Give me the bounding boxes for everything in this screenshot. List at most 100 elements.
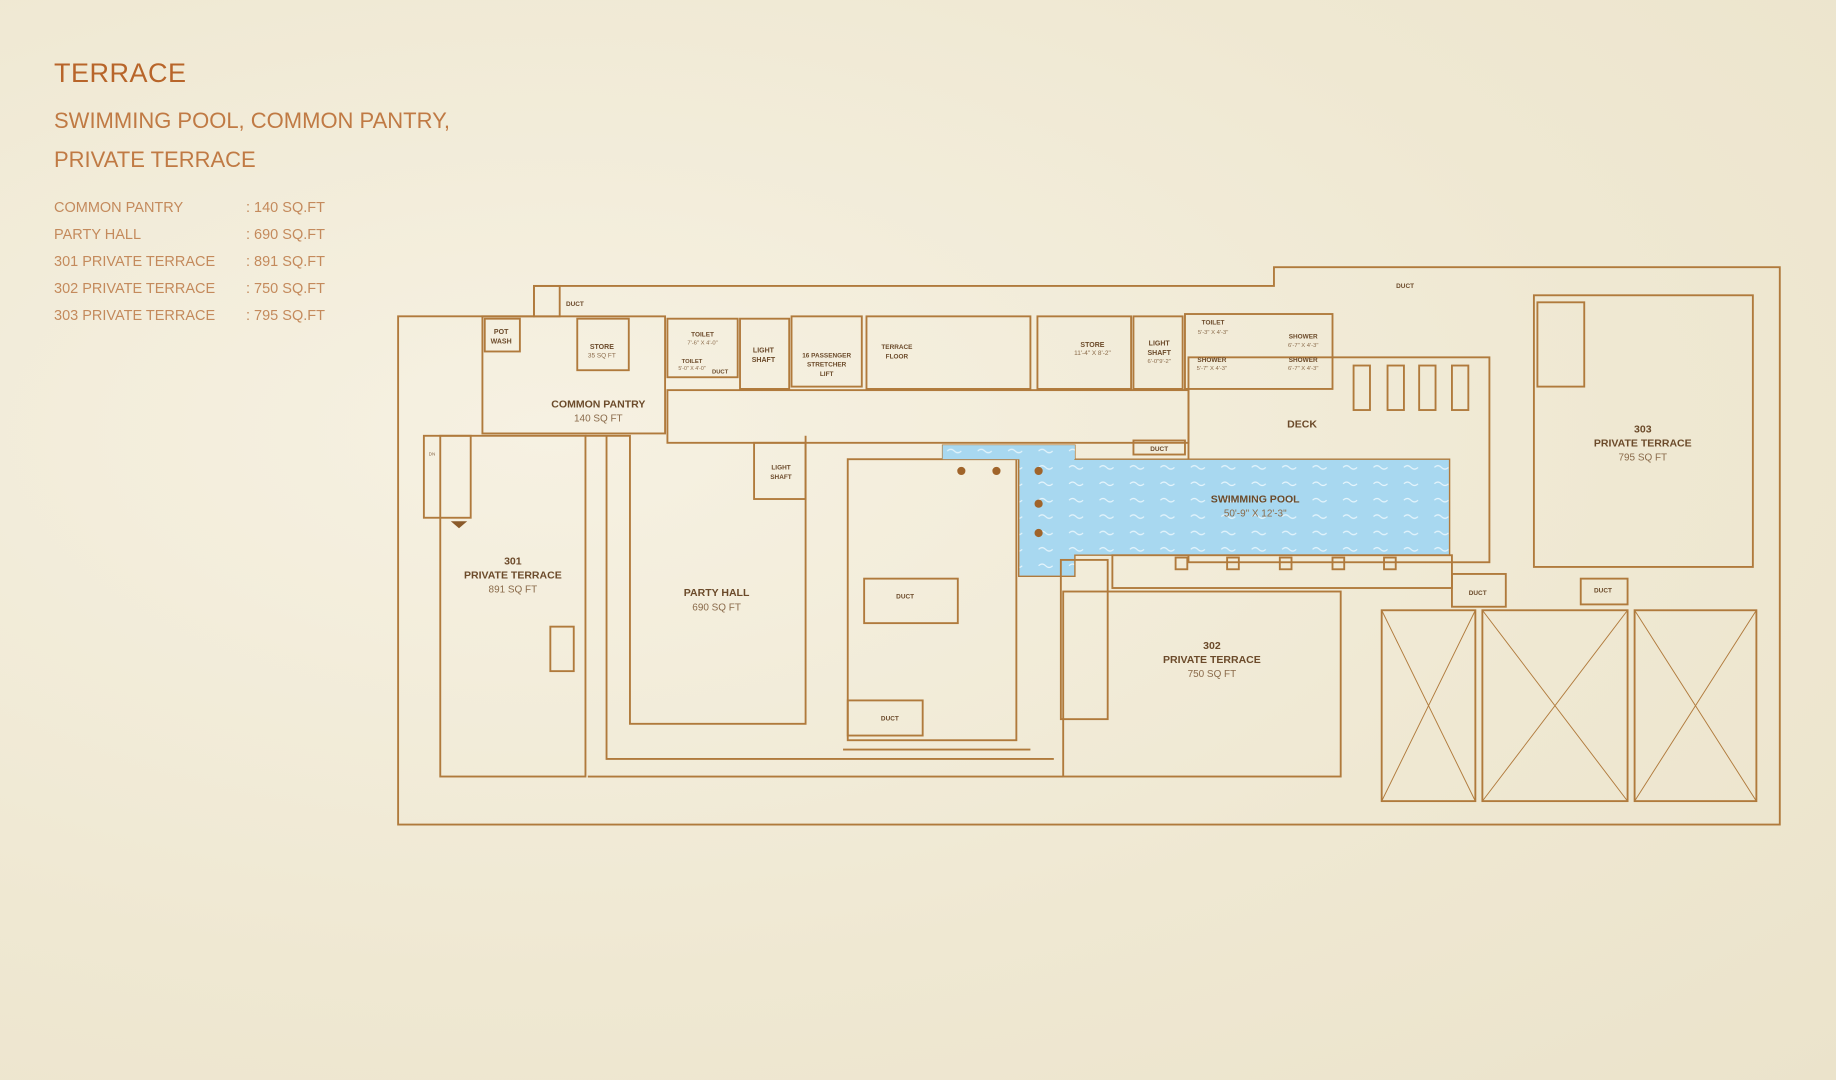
- area-name: 301 PRIVATE TERRACE: [54, 253, 216, 270]
- pool-size: 50'-9" X 12'-3": [1224, 509, 1287, 520]
- duct-box: [1132, 439, 1186, 456]
- duct-box: [1451, 573, 1507, 608]
- duct-label: DUCT: [1396, 283, 1414, 290]
- terrace-floor-label: FLOOR: [886, 354, 909, 361]
- duct-label: DUCT: [881, 715, 899, 722]
- light-shaft-label: SHAFT: [770, 474, 792, 481]
- light-shaft-label: LIGHT: [753, 348, 775, 355]
- pool-steps: [1174, 556, 1397, 571]
- staircase-icon: [1059, 558, 1109, 721]
- light-shaft-room-3: [753, 441, 807, 500]
- lounger: [1386, 364, 1405, 411]
- area-row: 301 PRIVATE TERRACE : 891 SQ.FT: [54, 248, 325, 275]
- light-shaft-room-2: [1132, 315, 1184, 390]
- duct-label: DUCT: [712, 370, 729, 376]
- duct-label: DUCT: [1594, 588, 1612, 595]
- light-shaft-label: LIGHT: [771, 465, 790, 472]
- terrace-301-number: 301: [504, 556, 522, 568]
- toilet-size: 7'-6" X 4'-0": [687, 340, 717, 346]
- area-row: 303 PRIVATE TERRACE : 795 SQ.FT: [54, 302, 325, 329]
- toilet-label: TOILET: [1202, 320, 1225, 327]
- pool-edge: [1111, 554, 1453, 589]
- terrace-302-number: 302: [1203, 640, 1221, 652]
- duct-label: DUCT: [566, 301, 584, 308]
- lift-label: LIFT: [820, 371, 834, 378]
- shower-block: [1184, 313, 1334, 390]
- area-name: 303 PRIVATE TERRACE: [54, 307, 216, 324]
- lounger: [1418, 364, 1437, 411]
- light-shaft-label: LIGHT: [1149, 341, 1171, 348]
- store-room-2: [1036, 315, 1133, 390]
- store-room: [576, 317, 630, 372]
- deck-label: DECK: [1287, 419, 1317, 431]
- duct-box: [863, 577, 959, 625]
- shower-size: 6'-7" X 4'-3": [1288, 366, 1318, 372]
- area-row: 302 PRIVATE TERRACE : 750 SQ.FT: [54, 275, 325, 302]
- open-cutouts: [1380, 609, 1758, 803]
- terrace-301-label: PRIVATE TERRACE: [464, 570, 562, 582]
- toilet-label: TOILET: [682, 359, 703, 365]
- tiled-courtyard: [846, 458, 1018, 742]
- header: TERRACE SWIMMING POOL, COMMON PANTRY, PR…: [54, 58, 450, 179]
- toilet-room: [666, 317, 739, 379]
- party-hall-label: PARTY HALL: [684, 587, 750, 599]
- pergola-corridor: [666, 389, 1190, 444]
- pool-label: SWIMMING POOL: [1211, 494, 1300, 506]
- area-value: : 795 SQ.FT: [246, 307, 325, 324]
- area-name: COMMON PANTRY: [54, 199, 184, 216]
- common-pantry-room: [481, 315, 667, 435]
- page-title: TERRACE: [54, 58, 187, 88]
- store-size: 35 SQ FT: [588, 352, 616, 359]
- pool-jets: [957, 466, 1043, 538]
- area-value: : 690 SQ.FT: [246, 226, 325, 243]
- terrace-302: [1062, 590, 1342, 778]
- area-row: COMMON PANTRY: 140 SQ.FT: [54, 194, 325, 221]
- area-list: COMMON PANTRY: 140 SQ.FT PARTY HALL : 690…: [54, 194, 325, 329]
- terrace-floor-stairs: [865, 315, 1032, 390]
- store-label: STORE: [1080, 342, 1104, 349]
- duct-label: DUCT: [1469, 590, 1487, 597]
- pot-wash-label: POT: [494, 329, 509, 336]
- duct-label: DUCT: [1150, 446, 1168, 453]
- area-name: 302 PRIVATE TERRACE: [54, 280, 216, 297]
- duct-box: [1579, 577, 1629, 606]
- shower-label: SHOWER: [1197, 357, 1226, 364]
- light-shaft-label: SHAFT: [1148, 350, 1172, 357]
- duct-label: DUCT: [896, 594, 914, 601]
- subtitle-line-1: SWIMMING POOL, COMMON PANTRY,: [54, 108, 451, 133]
- duct-box: [533, 284, 561, 318]
- area-row: PARTY HALL : 690 SQ.FT: [54, 221, 325, 248]
- terrace-301: [439, 434, 587, 778]
- swimming-pool: [941, 444, 1451, 578]
- lift-label: STRETCHER: [807, 362, 847, 369]
- planter: [549, 625, 575, 673]
- staircase-icon: [1536, 301, 1586, 388]
- party-hall-size: 690 SQ FT: [692, 602, 741, 613]
- duct-box: [846, 699, 924, 737]
- shower-label: SHOWER: [1289, 357, 1318, 364]
- terrace-303-label: PRIVATE TERRACE: [1594, 437, 1692, 449]
- toilet-size: 5'-0" X 4'-0": [678, 366, 705, 372]
- store-size: 11'-4" X 8'-2": [1074, 350, 1111, 357]
- toilet-size: 5'-3" X 4'-3": [1198, 330, 1228, 336]
- toilet-label: TOILET: [691, 331, 714, 338]
- lounger: [1352, 364, 1371, 411]
- subtitle-line-2: PRIVATE TERRACE: [54, 147, 256, 172]
- terrace-302-label: PRIVATE TERRACE: [1163, 654, 1261, 666]
- area-name: PARTY HALL: [54, 226, 142, 243]
- stair-dn-label: DN: [429, 452, 436, 457]
- area-value: : 750 SQ.FT: [246, 280, 325, 297]
- terrace-303-size: 795 SQ FT: [1618, 452, 1667, 463]
- area-value: : 891 SQ.FT: [246, 253, 325, 270]
- lift-label: 16 PASSENGER: [802, 352, 851, 359]
- pot-wash-room: [483, 317, 521, 353]
- terrace-303-number: 303: [1634, 423, 1652, 435]
- terrace-floor-label: TERRACE: [881, 344, 913, 351]
- shower-size: 5'-7" X 4'-3": [1197, 366, 1227, 372]
- shower-size: 6'-7" X 4'-3": [1288, 343, 1318, 349]
- pot-wash-label: WASH: [491, 338, 512, 345]
- light-shaft-room: [739, 317, 791, 390]
- corridor-walls: [585, 434, 1064, 778]
- common-pantry-size: 140 SQ FT: [574, 414, 623, 425]
